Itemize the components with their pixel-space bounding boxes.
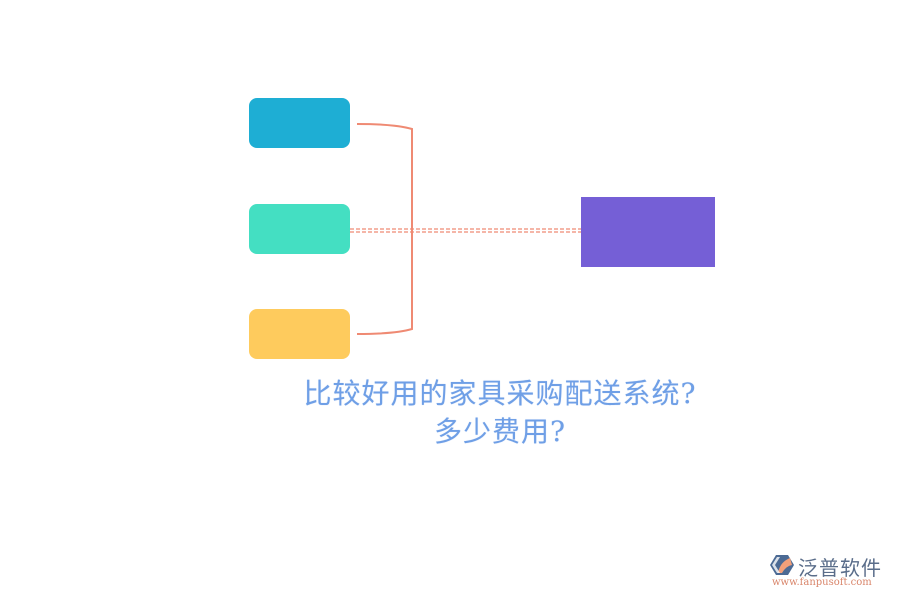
brand-logo: 泛普软件 www.fanpusoft.com <box>768 552 896 592</box>
node-right-target <box>581 197 715 267</box>
logo-url: www.fanpusoft.com <box>772 577 872 588</box>
logo-name: 泛普软件 <box>798 556 882 580</box>
node-left-middle <box>249 204 350 254</box>
node-left-bottom <box>249 309 350 359</box>
fanpu-logo-icon <box>770 555 794 575</box>
title-line-1: 比较好用的家具采购配送系统? <box>303 377 697 410</box>
node-left-top <box>249 98 350 148</box>
title-line-2: 多少费用? <box>433 415 566 448</box>
